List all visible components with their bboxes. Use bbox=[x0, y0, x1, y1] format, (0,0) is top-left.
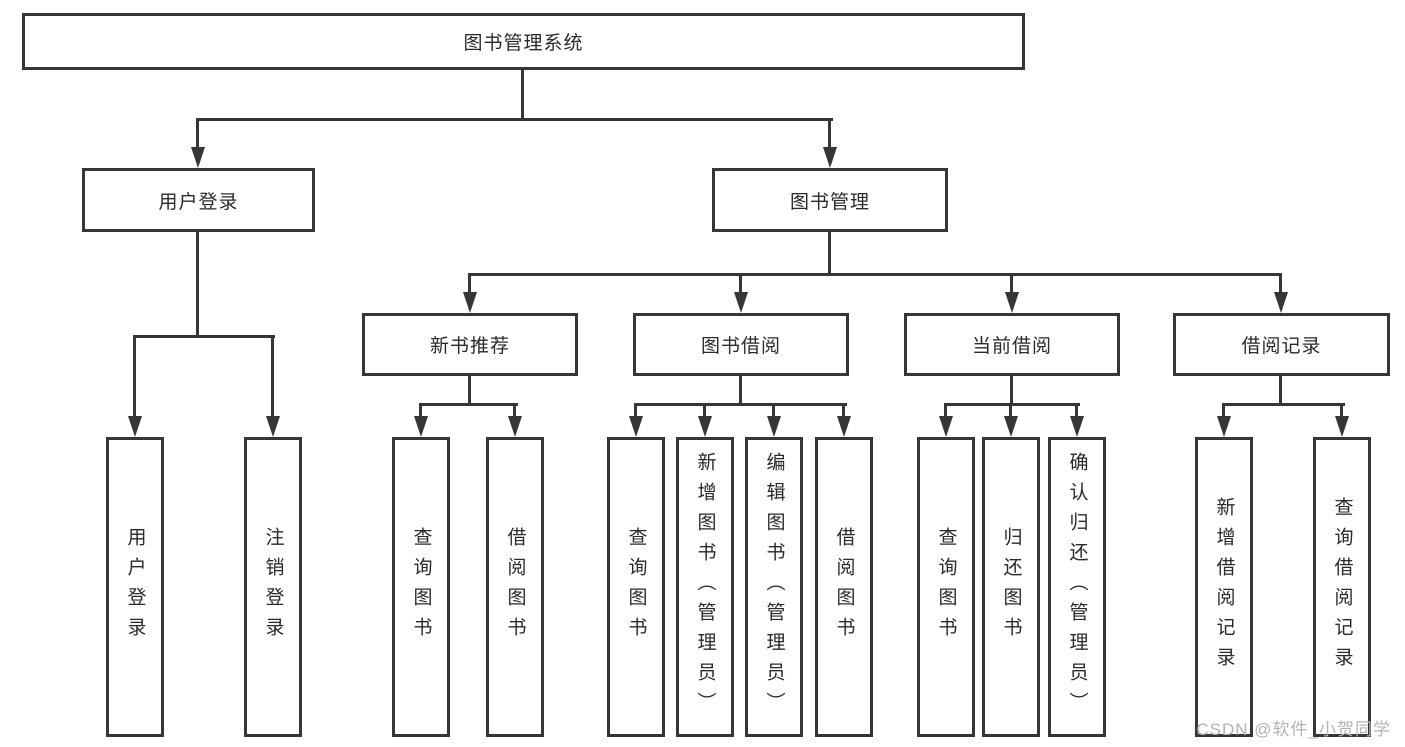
leaf-confirm-return-admin-label: 确认归还（管理员） bbox=[1066, 452, 1088, 722]
node-current-borrowing: 当前借阅 bbox=[904, 313, 1120, 376]
arrow-head-confirm-return-admin bbox=[1070, 416, 1084, 437]
node-book-management: 图书管理 bbox=[712, 168, 948, 232]
arrow-head-book-borrowing bbox=[734, 292, 748, 313]
leaf-borrow-books-recommend-label: 借阅图书 bbox=[504, 527, 526, 647]
connector-stem-borrowing-records bbox=[1279, 376, 1282, 406]
arrow-line-book-management bbox=[828, 118, 831, 149]
connector-rail-book-borrowing bbox=[634, 403, 847, 406]
arrow-head-new-book-recommend bbox=[463, 292, 477, 313]
arrow-line-new-book-recommend bbox=[468, 273, 471, 294]
leaf-return-books: 归还图书 bbox=[982, 437, 1040, 737]
leaf-add-borrow-record-label: 新增借阅记录 bbox=[1213, 497, 1235, 677]
leaf-edit-books-admin-label: 编辑图书（管理员） bbox=[763, 452, 785, 722]
leaf-query-books-current: 查询图书 bbox=[917, 437, 975, 737]
arrow-line-query-books-current bbox=[944, 403, 947, 418]
connector-rail-borrowing-records bbox=[1222, 403, 1345, 406]
leaf-confirm-return-admin: 确认归还（管理员） bbox=[1048, 437, 1106, 737]
leaf-borrow-books-recommend: 借阅图书 bbox=[486, 437, 544, 737]
arrow-head-borrow-books-borrowing bbox=[837, 416, 851, 437]
node-root-label: 图书管理系统 bbox=[463, 33, 584, 54]
arrow-line-query-books-recommend bbox=[419, 403, 422, 418]
connector-rail-current-borrowing bbox=[944, 403, 1080, 406]
leaf-query-books-borrowing: 查询图书 bbox=[607, 437, 665, 737]
arrow-line-borrow-books-recommend bbox=[513, 403, 516, 418]
arrow-head-current-borrowing bbox=[1005, 292, 1019, 313]
connector-rail-user-login bbox=[133, 335, 275, 338]
arrow-line-query-borrow-record bbox=[1340, 403, 1343, 418]
node-book-borrowing: 图书借阅 bbox=[633, 313, 849, 376]
arrow-head-leaf-logout bbox=[266, 416, 280, 437]
arrow-line-current-borrowing bbox=[1010, 273, 1013, 294]
node-borrowing-records: 借阅记录 bbox=[1173, 313, 1390, 376]
leaf-logout: 注销登录 bbox=[244, 437, 302, 737]
connector-stem-book-borrowing bbox=[739, 376, 742, 406]
arrow-head-borrow-books-recommend bbox=[508, 416, 522, 437]
arrow-head-book-management bbox=[823, 147, 837, 168]
leaf-query-borrow-record: 查询借阅记录 bbox=[1313, 437, 1371, 737]
leaf-borrow-books-borrowing: 借阅图书 bbox=[815, 437, 873, 737]
arrow-line-add-borrow-record bbox=[1222, 403, 1225, 418]
leaf-query-books-recommend-label: 查询图书 bbox=[410, 527, 432, 647]
node-new-book-recommend: 新书推荐 bbox=[362, 313, 578, 376]
arrow-head-edit-books-admin bbox=[767, 416, 781, 437]
leaf-query-books-recommend: 查询图书 bbox=[392, 437, 450, 737]
leaf-return-books-label: 归还图书 bbox=[1000, 527, 1022, 647]
arrow-line-query-books-borrowing bbox=[634, 403, 637, 418]
arrow-head-query-borrow-record bbox=[1335, 416, 1349, 437]
leaf-edit-books-admin: 编辑图书（管理员） bbox=[745, 437, 803, 737]
arrow-head-add-books-admin bbox=[698, 416, 712, 437]
arrow-head-add-borrow-record bbox=[1217, 416, 1231, 437]
arrow-line-book-borrowing bbox=[739, 273, 742, 294]
csdn-watermark: CSDN @软件_小贺同学 bbox=[1196, 720, 1391, 739]
leaf-add-borrow-record: 新增借阅记录 bbox=[1195, 437, 1253, 737]
node-user-login-label: 用户登录 bbox=[158, 191, 239, 213]
node-book-management-label: 图书管理 bbox=[789, 191, 870, 213]
connector-rail-level3 bbox=[468, 273, 1282, 276]
leaf-query-borrow-record-label: 查询借阅记录 bbox=[1331, 497, 1353, 677]
node-new-book-recommend-label: 新书推荐 bbox=[429, 336, 510, 357]
arrow-line-leaf-user-login bbox=[133, 335, 136, 418]
connector-rail-level2 bbox=[196, 118, 833, 121]
connector-rail-new-book-recommend bbox=[419, 403, 518, 406]
arrow-head-query-books-borrowing bbox=[629, 416, 643, 437]
leaf-logout-label: 注销登录 bbox=[262, 527, 284, 647]
leaf-query-books-borrowing-label: 查询图书 bbox=[625, 527, 647, 647]
connector-stem-user-login bbox=[196, 232, 199, 338]
leaf-query-books-current-label: 查询图书 bbox=[935, 527, 957, 647]
leaf-user-login: 用户登录 bbox=[106, 437, 164, 737]
arrow-head-return-books bbox=[1004, 416, 1018, 437]
arrow-head-leaf-user-login bbox=[128, 416, 142, 437]
arrow-line-edit-books-admin bbox=[772, 403, 775, 418]
arrow-line-add-books-admin bbox=[703, 403, 706, 418]
node-current-borrowing-label: 当前借阅 bbox=[971, 336, 1052, 357]
node-root: 图书管理系统 bbox=[22, 13, 1025, 70]
arrow-line-leaf-logout bbox=[271, 335, 274, 418]
arrow-line-return-books bbox=[1009, 403, 1012, 418]
connector-stem-current-borrowing bbox=[1010, 376, 1013, 406]
arrow-head-query-books-current bbox=[939, 416, 953, 437]
arrow-line-borrow-books-borrowing bbox=[842, 403, 845, 418]
arrow-line-confirm-return-admin bbox=[1075, 403, 1078, 418]
arrow-line-user-login bbox=[196, 118, 199, 149]
arrow-head-query-books-recommend bbox=[414, 416, 428, 437]
leaf-borrow-books-borrowing-label: 借阅图书 bbox=[833, 527, 855, 647]
leaf-user-login-label: 用户登录 bbox=[124, 527, 146, 647]
connector-stem-new-book-recommend bbox=[468, 376, 471, 406]
connector-stem-book-management bbox=[828, 232, 831, 276]
arrow-head-user-login bbox=[191, 147, 205, 168]
arrow-line-borrowing-records bbox=[1279, 273, 1282, 294]
leaf-add-books-admin: 新增图书（管理员） bbox=[676, 437, 734, 737]
leaf-add-books-admin-label: 新增图书（管理员） bbox=[694, 452, 716, 722]
node-book-borrowing-label: 图书借阅 bbox=[700, 336, 781, 357]
arrow-head-borrowing-records bbox=[1274, 292, 1288, 313]
node-borrowing-records-label: 借阅记录 bbox=[1241, 336, 1322, 357]
node-user-login: 用户登录 bbox=[82, 168, 315, 232]
connector-stem-root bbox=[521, 70, 524, 118]
